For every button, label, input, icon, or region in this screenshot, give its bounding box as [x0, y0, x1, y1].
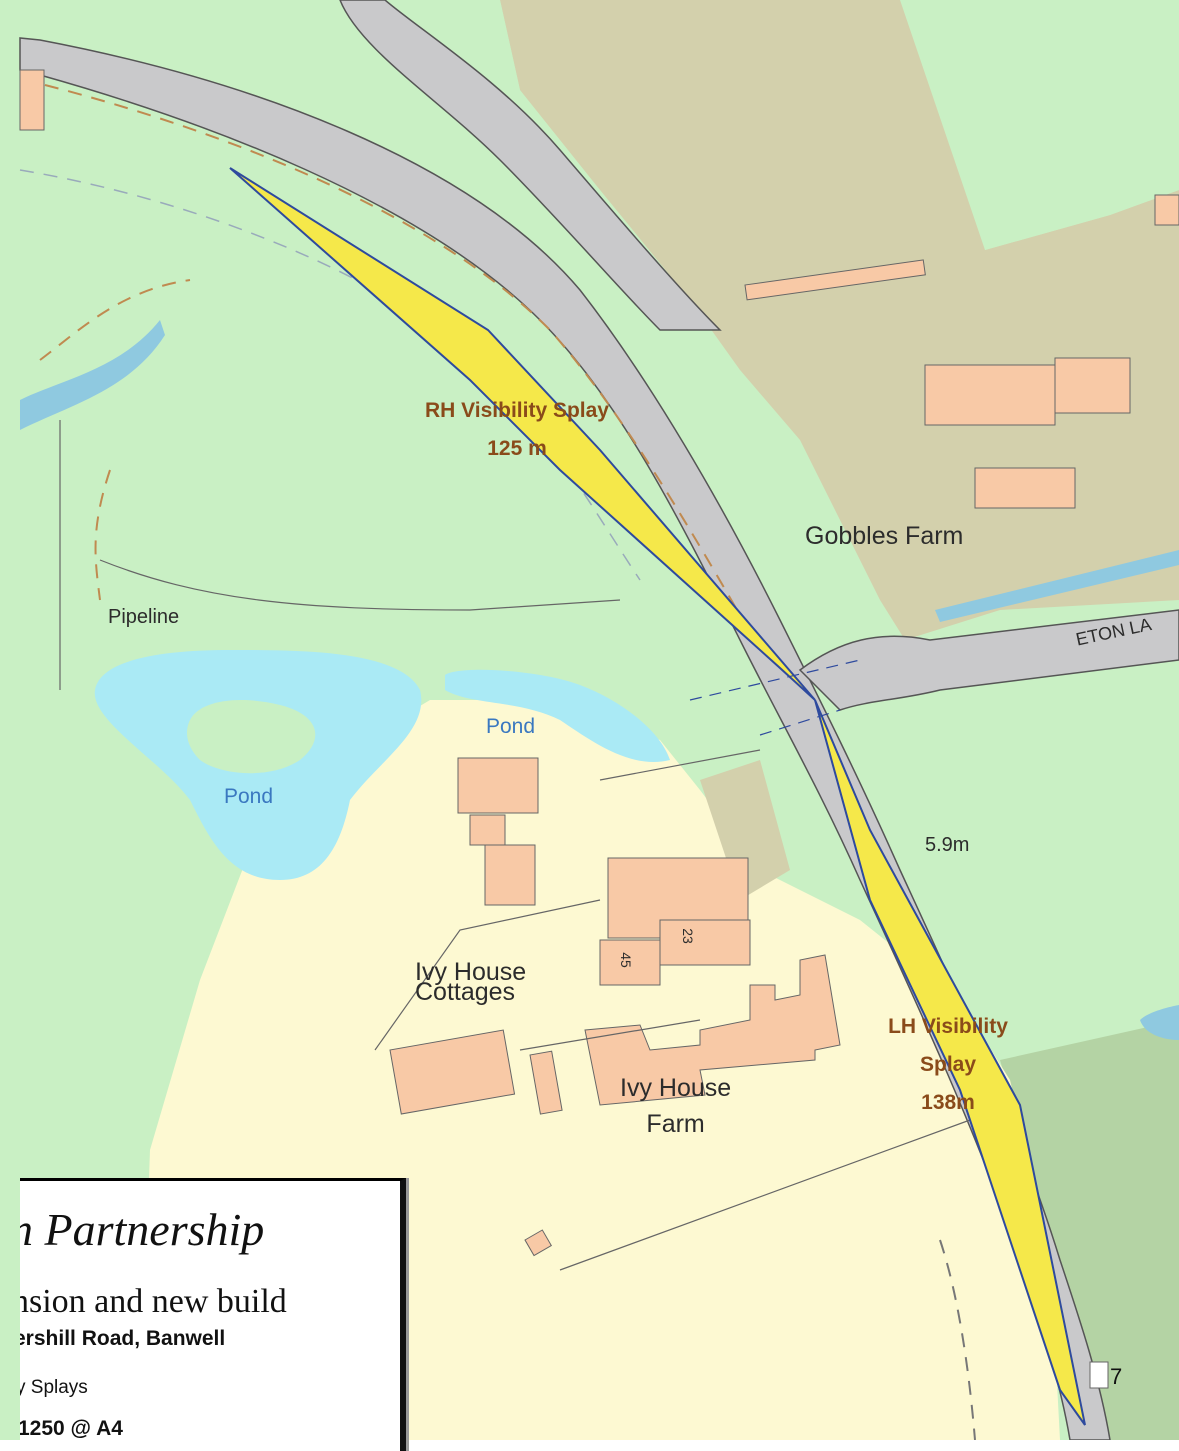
- dashed-edge-south: [939, 1239, 976, 1440]
- stream-east: [935, 550, 1179, 622]
- ivy-building-small: [524, 1229, 553, 1257]
- yard-area: [700, 760, 790, 900]
- stream-west: [20, 320, 165, 430]
- drawing-scale: 1250 @ A4: [20, 1417, 123, 1440]
- ivy-building-2: [469, 814, 506, 846]
- ivy-building-narrow: [529, 1050, 563, 1115]
- grass-field-northeast: [960, 0, 1179, 250]
- ivy-building-3: [484, 844, 536, 906]
- ivy-house-cottages-label: Ivy House Cottages: [415, 958, 527, 1006]
- ivy-farm-line1: Ivy House: [620, 1074, 732, 1102]
- plot-23-label: 23: [679, 928, 696, 944]
- page-number-box: [1089, 1361, 1109, 1389]
- pond-label-east: Pond: [486, 715, 536, 738]
- drawing-title: y Splays: [20, 1377, 88, 1398]
- rh-splay-label-line1: RH Visibility Splay: [424, 399, 609, 422]
- eton-lane: [798, 609, 1179, 711]
- lh-splay-label-line2: Splay: [919, 1053, 977, 1076]
- ivy-building-23: [659, 919, 751, 966]
- dashed-edge-north: [44, 84, 761, 651]
- pond-island: [187, 700, 316, 774]
- pond-east: [445, 669, 670, 762]
- gobbles-building-2: [1054, 357, 1131, 414]
- ivy-building-west: [389, 1029, 516, 1115]
- boundary-lines: [59, 420, 971, 1271]
- ivy-building-1: [457, 757, 539, 814]
- rh-splay-label: RH Visibility Splay 125 m: [386, 392, 648, 468]
- lh-splay-label-line3: 138m: [921, 1091, 975, 1114]
- firm-name: n Partnership: [20, 1204, 265, 1255]
- gobbles-building-3: [974, 467, 1076, 509]
- north-road: [339, 0, 722, 331]
- lh-visibility-splay: [814, 699, 1086, 1426]
- road-width-label: 5.9m: [925, 834, 970, 856]
- stream-southeast: [1140, 1005, 1179, 1040]
- ivy-farm-line2: Farm: [646, 1110, 705, 1138]
- gobbles-strip: [744, 259, 926, 301]
- dashed-edge-inner: [19, 169, 641, 581]
- dashed-edge-west: [39, 279, 191, 601]
- gobbles-building-1: [924, 364, 1056, 426]
- site-address: ershill Road, Banwell: [20, 1327, 226, 1350]
- rh-splay-label-line2: 125 m: [487, 437, 547, 460]
- plot-45-label: 45: [617, 952, 634, 968]
- title-block: n Partnership nsion and new build ershil…: [20, 1178, 406, 1451]
- farmland-southeast: [1000, 1020, 1179, 1440]
- grass-field-north: [420, 0, 520, 90]
- building-top-right: [1154, 194, 1179, 226]
- building-top-left: [19, 69, 45, 131]
- ivy-building-45: [599, 939, 661, 986]
- project-description: nsion and new build: [20, 1283, 287, 1320]
- lh-splay-label: LH Visibility Splay 138m: [858, 1008, 1038, 1122]
- rh-visibility-splay: [229, 167, 816, 701]
- ivy-cottages-line1: Ivy House: [415, 958, 527, 986]
- ivy-farm-building: [584, 954, 841, 1106]
- page-number: 7: [1110, 1364, 1123, 1389]
- junction-sight-line: [689, 659, 861, 736]
- pipeline-label: Pipeline: [108, 606, 180, 628]
- pond-label-west: Pond: [224, 785, 274, 808]
- lh-splay-label-line1: LH Visibility: [888, 1015, 1008, 1038]
- gobbles-farm-label: Gobbles Farm: [805, 522, 964, 550]
- ivy-house-farm-label: Ivy House Farm: [620, 1070, 731, 1142]
- ivy-cottages-line2: Cottages: [415, 978, 516, 1006]
